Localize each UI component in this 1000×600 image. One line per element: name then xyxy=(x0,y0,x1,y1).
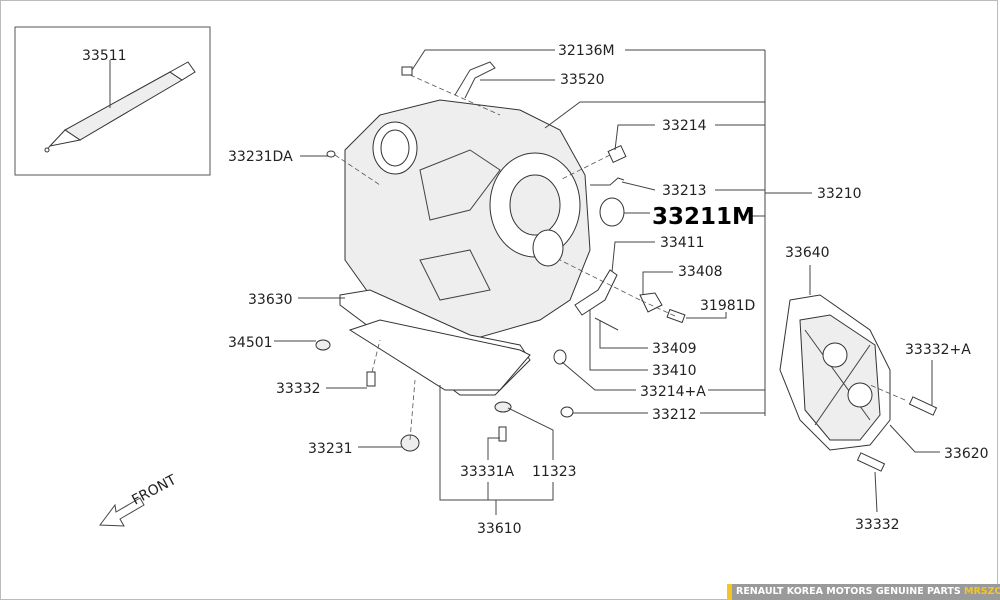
watermark-brand: MRSZONE xyxy=(964,586,1000,597)
label-33331A: 33331A xyxy=(460,464,515,480)
label-33511: 33511 xyxy=(82,48,127,64)
assembly-lines xyxy=(334,74,906,441)
label-33210: 33210 xyxy=(817,186,862,202)
part-labels: 33511 32136M 33520 33214 33231DA 33213 3… xyxy=(82,43,989,537)
label-33231DA: 33231DA xyxy=(228,149,293,165)
label-34501: 34501 xyxy=(228,335,273,351)
front-arrow: FRONT xyxy=(99,472,179,527)
oil-pan-33630 xyxy=(339,289,531,396)
label-33214-a: 33214+A xyxy=(640,384,706,400)
front-label: FRONT xyxy=(129,472,179,509)
label-33213: 33213 xyxy=(662,183,707,199)
small-parts xyxy=(315,61,938,472)
label-33332-a-right: 33332+A xyxy=(905,342,971,358)
label-33620: 33620 xyxy=(944,446,989,462)
side-cover-33640 xyxy=(779,294,891,451)
label-33211M: 33211M xyxy=(652,204,755,230)
inset-sealant-tube xyxy=(14,26,211,176)
label-33408: 33408 xyxy=(678,264,723,280)
label-33212: 33212 xyxy=(652,407,697,423)
label-11323: 11323 xyxy=(532,464,577,480)
label-33409: 33409 xyxy=(652,341,697,357)
leader-lines xyxy=(274,49,940,515)
watermark-text: RENAULT KOREA MOTORS GENUINE PARTS xyxy=(736,586,961,597)
label-32136M: 32136M xyxy=(558,43,615,59)
label-33410: 33410 xyxy=(652,363,697,379)
label-33332-left: 33332 xyxy=(276,381,321,397)
label-33520: 33520 xyxy=(560,72,605,88)
label-33214: 33214 xyxy=(662,118,707,134)
label-31981D: 31981D xyxy=(700,298,755,314)
label-33332-bottom: 33332 xyxy=(855,517,900,533)
transaxle-case-33610 xyxy=(344,99,591,341)
label-33231: 33231 xyxy=(308,441,353,457)
label-33630: 33630 xyxy=(248,292,293,308)
label-33610: 33610 xyxy=(477,521,522,537)
watermark: RENAULT KOREA MOTORS GENUINE PARTS MRSZO… xyxy=(727,584,1000,600)
label-33411: 33411 xyxy=(660,235,705,251)
label-33640: 33640 xyxy=(785,245,830,261)
